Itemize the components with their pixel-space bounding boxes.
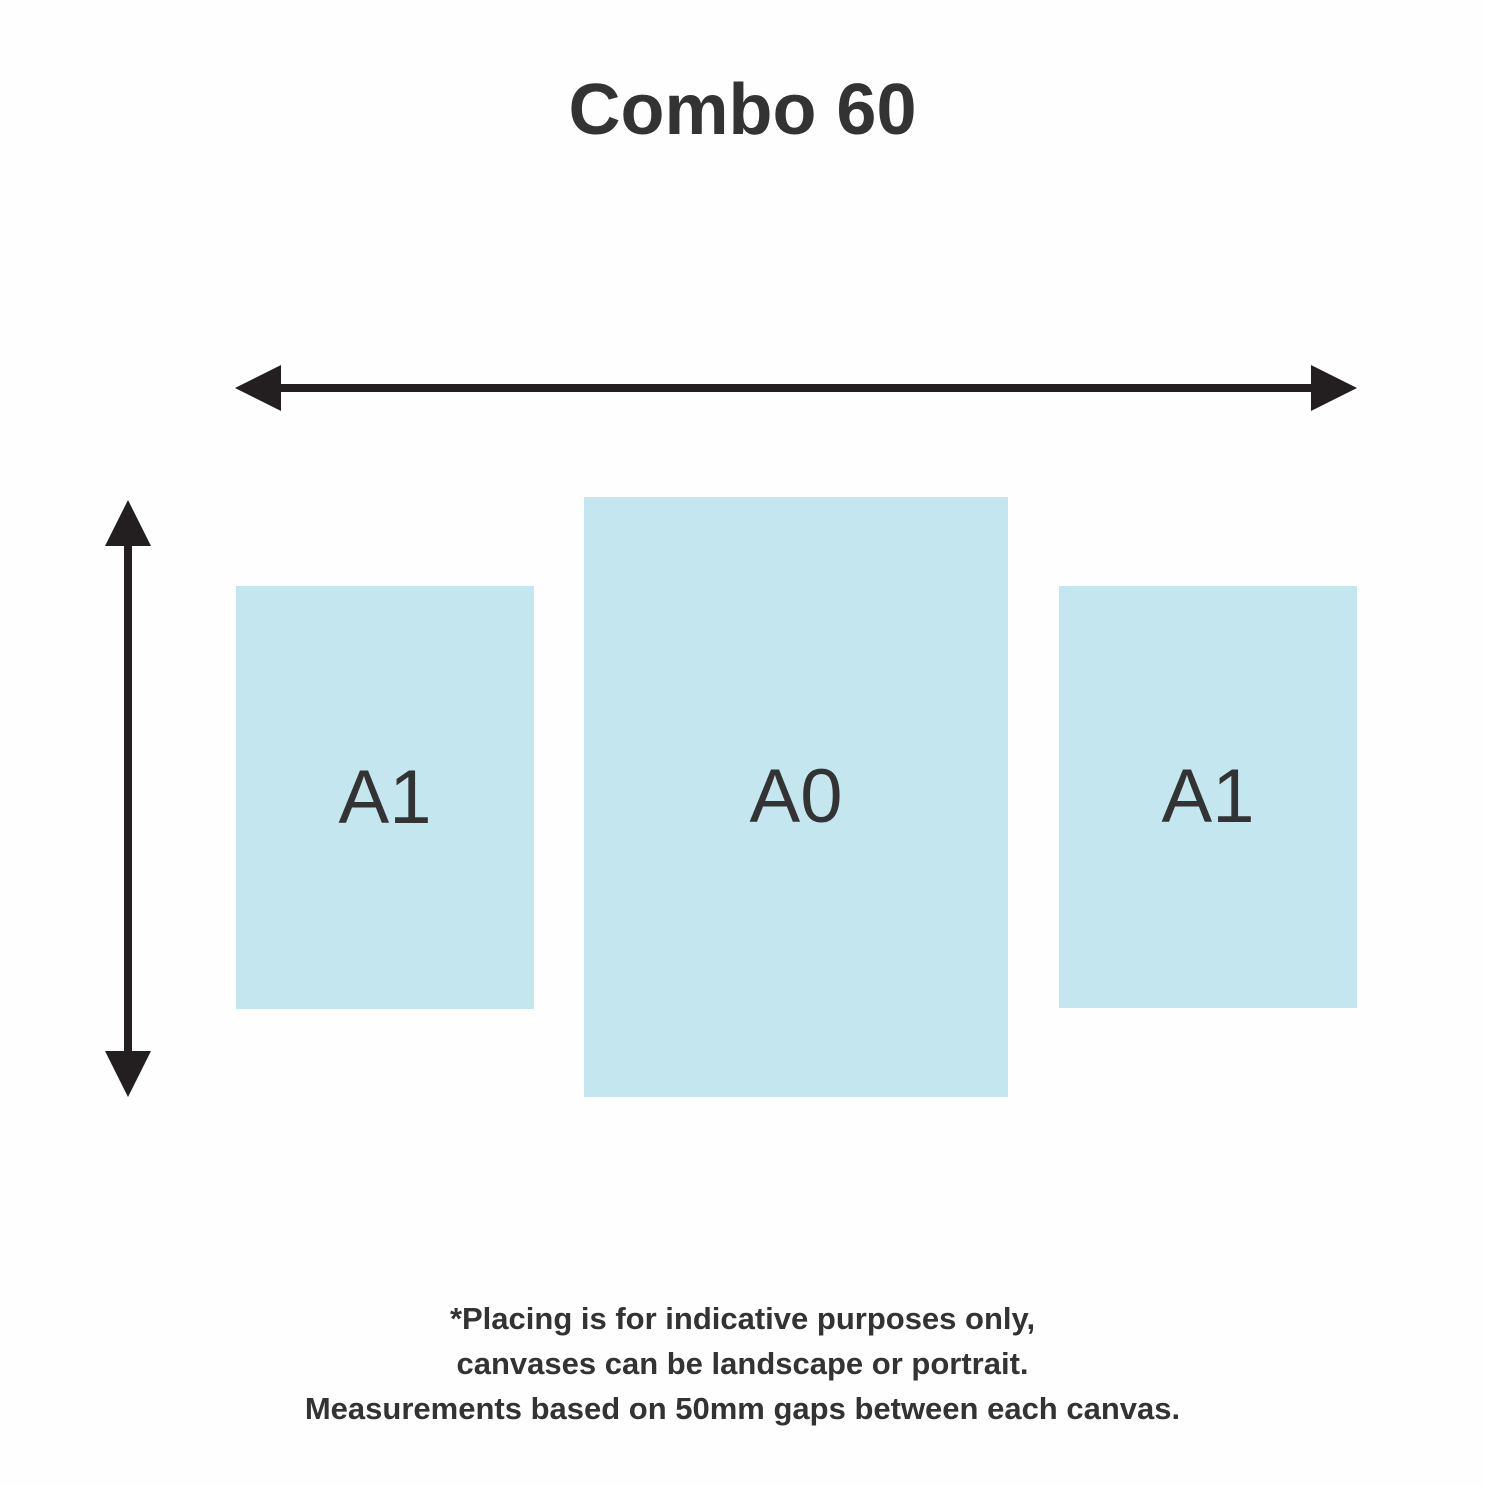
vertical-height-arrow-icon (105, 500, 151, 1097)
canvas-label: A1 (1161, 754, 1255, 839)
canvas-label: A0 (749, 754, 843, 839)
note-line: canvases can be landscape or portrait. (456, 1346, 1029, 1381)
canvas-label: A1 (338, 754, 432, 840)
canvas-a1-right: A1 (1059, 586, 1357, 1008)
note-line: *Placing is for indicative purposes only… (449, 1301, 1036, 1336)
diagram-title: Combo 60 (568, 70, 917, 150)
note-line: Measurements based on 50mm gaps between … (304, 1391, 1181, 1426)
canvas-a1-left: A1 (236, 586, 534, 1009)
disclaimer-note: *Placing is for indicative purposes only… (0, 1296, 1485, 1431)
canvas-a0-center: A0 (584, 497, 1008, 1097)
horizontal-width-arrow-icon (235, 365, 1357, 411)
